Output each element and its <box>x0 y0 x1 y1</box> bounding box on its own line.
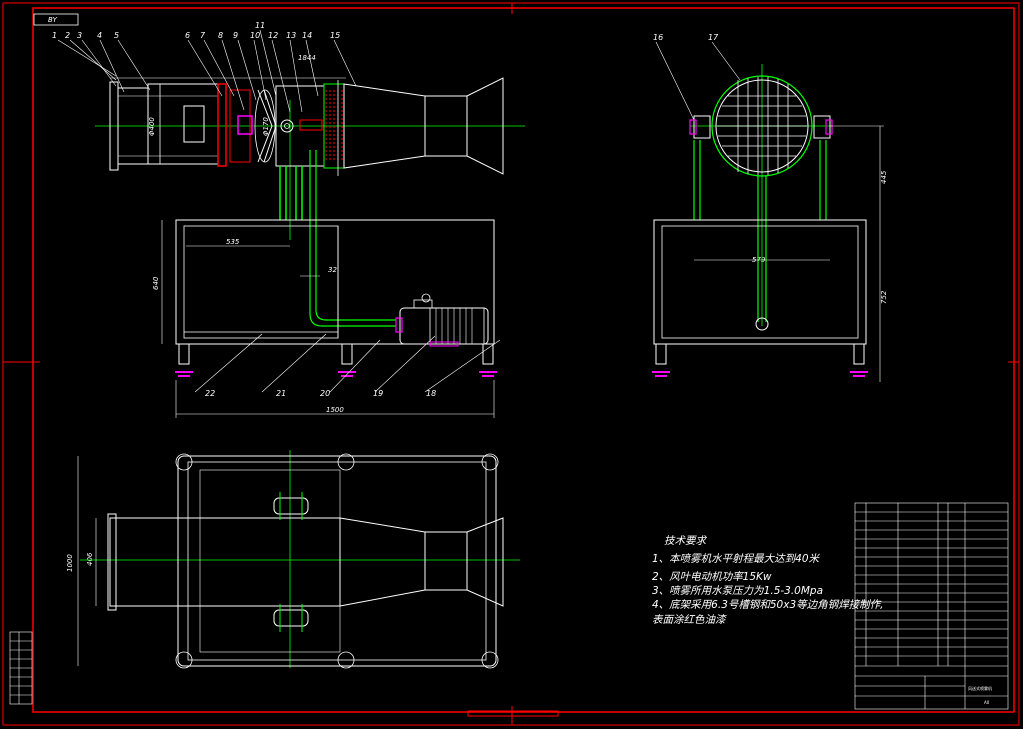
svg-text:17: 17 <box>708 33 719 42</box>
svg-text:2、风叶电动机功率15Kw: 2、风叶电动机功率15Kw <box>652 571 772 583</box>
nozzle-ring <box>280 119 294 133</box>
svg-text:12: 12 <box>268 31 278 40</box>
svg-text:8: 8 <box>218 31 223 40</box>
title-block-text: 风送式喷雾机 A0 <box>968 685 992 705</box>
svg-text:3: 3 <box>77 31 82 40</box>
svg-text:535: 535 <box>226 238 240 246</box>
svg-text:18: 18 <box>426 389 436 398</box>
svg-text:风送式喷雾机: 风送式喷雾机 <box>968 685 992 691</box>
outlet-grille-ring <box>711 75 813 177</box>
svg-text:1: 1 <box>52 31 57 40</box>
svg-text:16: 16 <box>653 33 663 42</box>
svg-text:7: 7 <box>200 31 206 40</box>
title-block <box>854 502 1009 710</box>
outlet-grille <box>717 77 807 175</box>
svg-text:406: 406 <box>86 552 94 566</box>
centering-marks <box>3 3 1019 725</box>
svg-text:13: 13 <box>286 31 296 40</box>
svg-text:11: 11 <box>255 21 265 30</box>
svg-text:Φ170: Φ170 <box>262 117 270 136</box>
part-labels: 1 2 3 4 5 6 7 8 9 10 11 12 13 14 15 16 1… <box>52 21 719 398</box>
svg-text:22: 22 <box>205 389 215 398</box>
pump-motor <box>399 307 489 345</box>
svg-text:10: 10 <box>250 31 260 40</box>
svg-text:2: 2 <box>65 31 70 40</box>
svg-text:6: 6 <box>185 31 190 40</box>
svg-text:4: 4 <box>97 31 102 40</box>
svg-text:15: 15 <box>330 31 340 40</box>
drawing-tag: BY <box>33 13 79 26</box>
svg-text:32: 32 <box>328 266 337 274</box>
base-frame <box>175 219 495 345</box>
svg-text:1500: 1500 <box>326 406 344 414</box>
svg-text:5: 5 <box>114 31 119 40</box>
top-frame <box>177 455 497 667</box>
svg-text:19: 19 <box>373 389 383 398</box>
svg-text:BY: BY <box>48 16 58 24</box>
svg-text:21: 21 <box>276 389 286 398</box>
base-feet <box>178 343 494 365</box>
inner-frame <box>32 7 1015 713</box>
front-dimensions <box>57 29 741 418</box>
svg-text:1、本喷雾机水平射程最大达到40米: 1、本喷雾机水平射程最大达到40米 <box>652 553 821 565</box>
svg-text:A0: A0 <box>984 700 990 705</box>
svg-text:752: 752 <box>880 290 888 304</box>
svg-text:640: 640 <box>152 276 160 290</box>
side-view <box>652 64 884 382</box>
tech-requirements: 技术要求 1、本喷雾机水平射程最大达到40米 2、风叶电动机功率15Kw 3、喷… <box>652 535 883 626</box>
svg-text:1000: 1000 <box>66 554 74 572</box>
air-cone <box>343 77 504 175</box>
svg-text:Φ400: Φ400 <box>148 117 156 136</box>
svg-text:1844: 1844 <box>298 54 316 62</box>
svg-text:20: 20 <box>320 389 330 398</box>
svg-text:3、喷雾所用水泵压力为1.5-3.0Mpa: 3、喷雾所用水泵压力为1.5-3.0Mpa <box>652 585 823 597</box>
revision-strip <box>9 631 33 705</box>
water-pipe <box>309 150 396 327</box>
svg-text:技术要求: 技术要求 <box>664 535 707 547</box>
top-duct <box>109 517 341 607</box>
front-view <box>95 77 525 377</box>
svg-text:445: 445 <box>880 170 888 184</box>
svg-text:14: 14 <box>302 31 312 40</box>
svg-text:9: 9 <box>233 31 238 40</box>
dimension-labels: 1844 Φ400 Φ170 535 32 640 1500 445 579 7… <box>66 54 888 572</box>
svg-text:4、底架采用6.3号槽钢和50x3等边角钢焊接制作,: 4、底架采用6.3号槽钢和50x3等边角钢焊接制作, <box>652 599 883 611</box>
top-view <box>77 450 520 669</box>
svg-text:表面涂红色油漆: 表面涂红色油漆 <box>652 614 727 626</box>
side-base-frame <box>653 219 867 345</box>
